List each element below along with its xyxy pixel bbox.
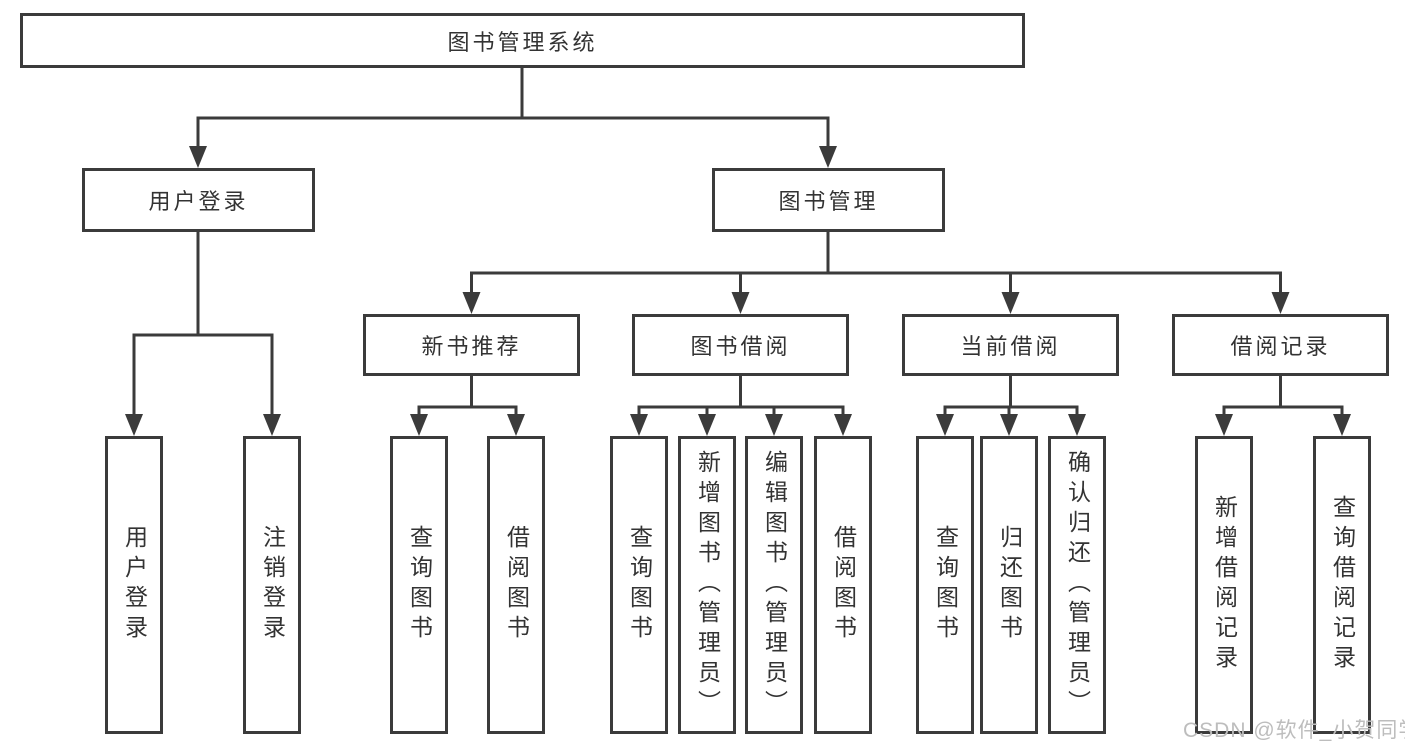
arrowhead-icons bbox=[125, 146, 1351, 436]
node-book-borrow: 图书借阅 bbox=[632, 314, 849, 376]
leaf-edit-book-admin: 编辑图书（管理员） bbox=[745, 436, 803, 734]
leaf-return-book: 归还图书 bbox=[980, 436, 1038, 734]
leaf-query-borrow-record: 查询借阅记录 bbox=[1313, 436, 1371, 734]
watermark-credit: CSDN @软件_小贺同学 bbox=[1183, 719, 1405, 742]
leaf-query-books-recommend: 查询图书 bbox=[390, 436, 448, 734]
leaf-borrow-books-recommend: 借阅图书 bbox=[487, 436, 545, 734]
node-new-book-recommend: 新书推荐 bbox=[363, 314, 580, 376]
node-current-borrow: 当前借阅 bbox=[902, 314, 1119, 376]
leaf-user-login: 用户登录 bbox=[105, 436, 163, 734]
connector-lines bbox=[132, 66, 1344, 418]
leaf-query-books-borrow: 查询图书 bbox=[610, 436, 668, 734]
leaf-confirm-return-admin: 确认归还（管理员） bbox=[1048, 436, 1106, 734]
leaf-add-borrow-record: 新增借阅记录 bbox=[1195, 436, 1253, 734]
node-book-management: 图书管理 bbox=[712, 168, 945, 232]
node-library-management-system: 图书管理系统 bbox=[20, 13, 1025, 68]
leaf-add-book-admin: 新增图书（管理员） bbox=[678, 436, 736, 734]
node-user-login: 用户登录 bbox=[82, 168, 315, 232]
leaf-query-books-current: 查询图书 bbox=[916, 436, 974, 734]
leaf-logout-login: 注销登录 bbox=[243, 436, 301, 734]
node-borrow-records: 借阅记录 bbox=[1172, 314, 1389, 376]
leaf-borrow-books: 借阅图书 bbox=[814, 436, 872, 734]
